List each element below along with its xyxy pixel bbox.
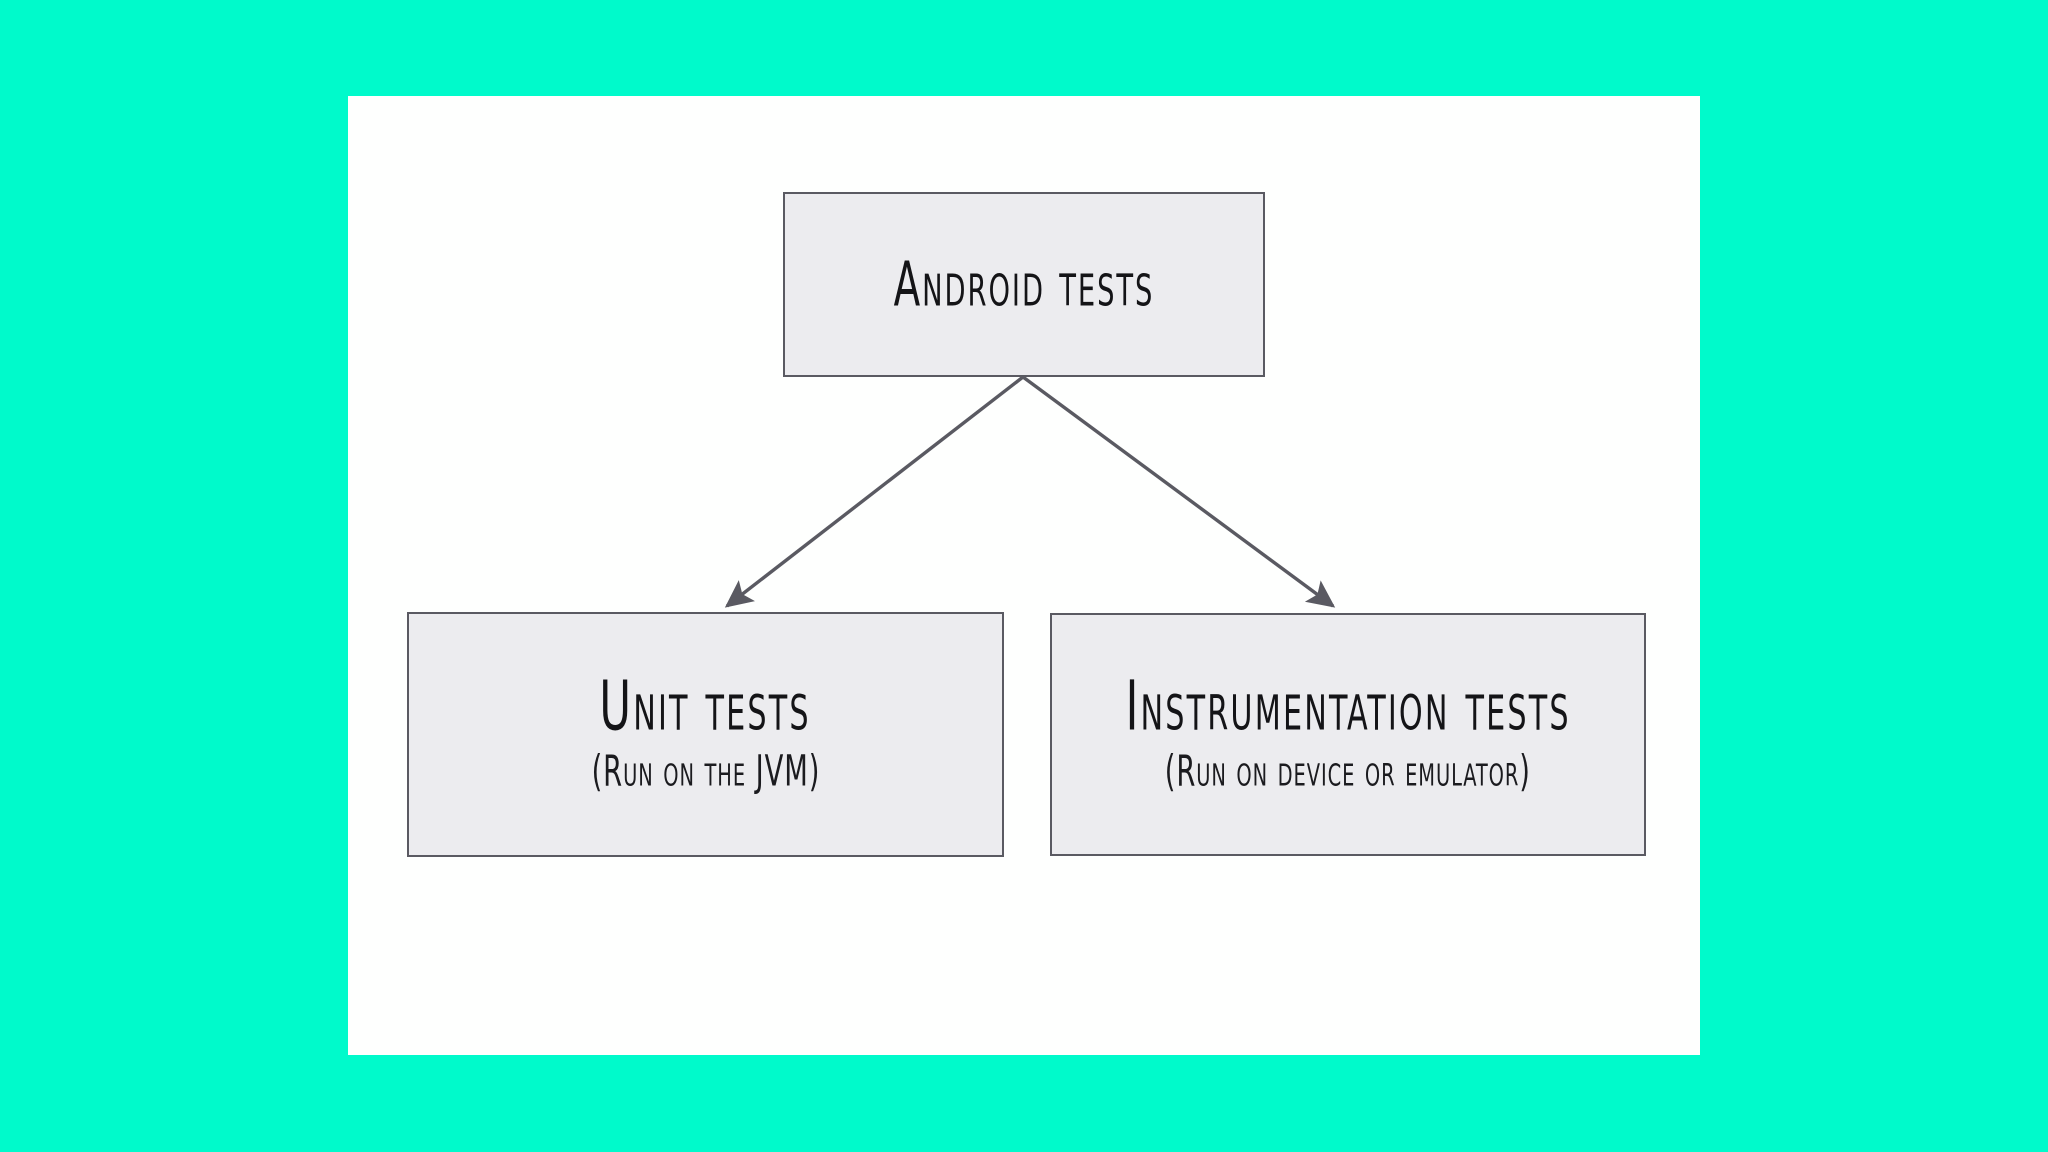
node-unit-tests[interactable]: Unit tests (Run on the JVM): [407, 612, 1004, 857]
node-android-tests[interactable]: Android tests: [783, 192, 1265, 377]
node-title: Unit tests: [599, 666, 812, 747]
node-subtitle: (Run on the JVM): [591, 746, 820, 796]
node-instrumentation-tests[interactable]: Instrumentation tests (Run on device or …: [1050, 613, 1646, 856]
node-title: Android tests: [893, 248, 1155, 321]
node-subtitle: (Run on device or emulator): [1164, 746, 1532, 796]
node-title: Instrumentation tests: [1125, 666, 1571, 747]
